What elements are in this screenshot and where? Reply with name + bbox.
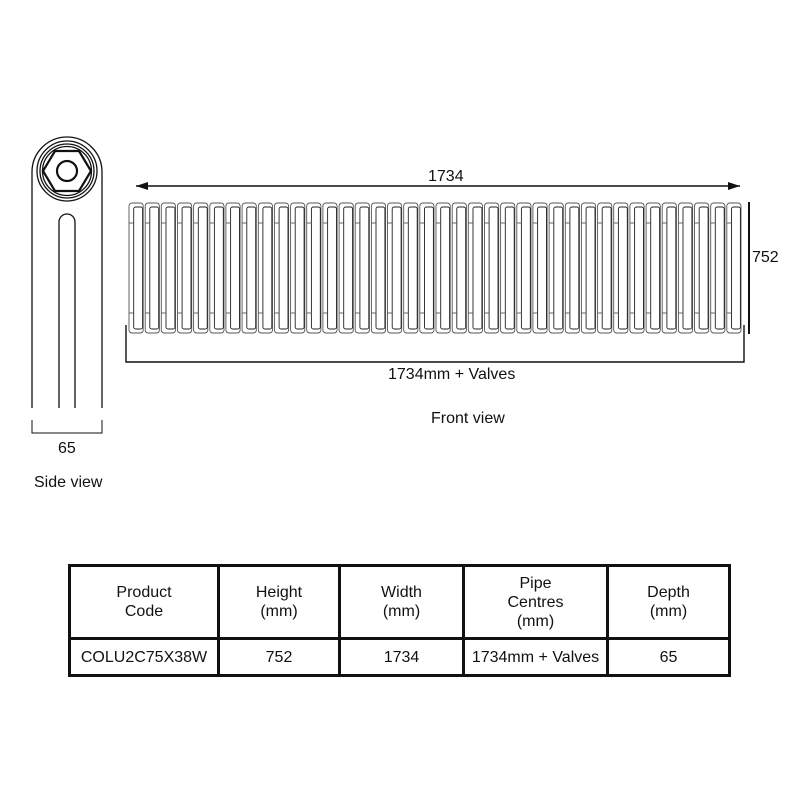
cell-height: 752 — [217, 637, 341, 677]
cell-product-code: COLU2C75X38W — [68, 637, 220, 677]
header-height: Height (mm) — [217, 564, 341, 640]
header-product-code: Product Code — [68, 564, 220, 640]
spec-table: Product Code Height (mm) Width (mm) Pipe… — [68, 564, 731, 677]
header-width: Width (mm) — [338, 564, 465, 640]
front-view-label: Front view — [431, 410, 505, 427]
table-header-row: Product Code Height (mm) Width (mm) Pipe… — [68, 564, 731, 640]
cell-depth: 65 — [606, 637, 731, 677]
front-height-dimension: 752 — [752, 249, 779, 266]
cell-width: 1734 — [338, 637, 465, 677]
hex-nut-icon — [41, 149, 93, 193]
header-depth: Depth (mm) — [606, 564, 731, 640]
pipe-centres-dimension: 1734mm + Valves — [388, 366, 516, 383]
side-view-label: Side view — [34, 474, 103, 491]
cell-pipe-centres: 1734mm + Valves — [462, 637, 609, 677]
header-pipe-centres: Pipe Centres (mm) — [462, 564, 609, 640]
front-width-dimension: 1734 — [428, 168, 464, 185]
front-view-drawing — [125, 182, 750, 363]
side-depth-dimension: 65 — [58, 440, 76, 457]
side-view-drawing — [31, 136, 103, 434]
table-row: COLU2C75X38W 752 1734 1734mm + Valves 65 — [68, 637, 731, 677]
